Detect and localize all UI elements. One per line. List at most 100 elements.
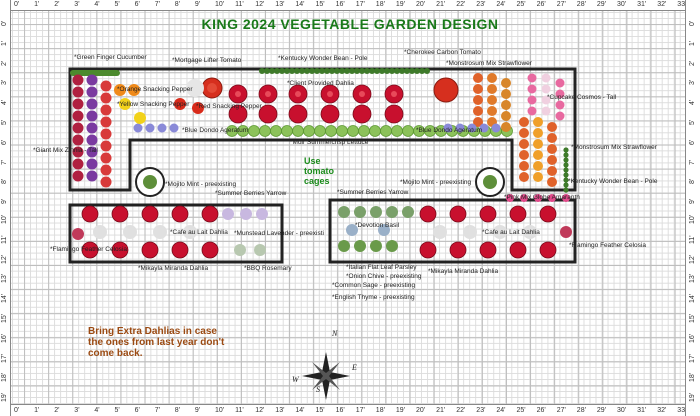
strawflower (473, 95, 483, 105)
zinnia (72, 110, 84, 122)
yarrow (183, 225, 197, 239)
ruler-bottom-label: 18' (375, 407, 385, 414)
label-cafe-left: *Cafe au Lait Dahlia (170, 229, 228, 236)
bean-plant-right (563, 182, 569, 188)
ruler-top-label: 24' (496, 1, 506, 8)
lettuce-plant (314, 125, 326, 137)
amaranth (548, 194, 556, 202)
ageratum (443, 123, 453, 133)
ruler-bottom-label: 13' (275, 407, 285, 414)
dahlia-center (295, 91, 301, 97)
zinnia-red (100, 128, 112, 140)
dahlia-mikayla (201, 241, 219, 259)
ruler-bottom-label: 29' (596, 407, 607, 414)
ruler-top-label: 17' (355, 1, 365, 8)
ruler-top-label: 33' (677, 1, 687, 8)
bean-plant-right (563, 157, 569, 163)
ruler-top-label: 28' (576, 1, 586, 8)
lettuce-plant (402, 125, 414, 137)
strawflower (473, 106, 483, 116)
bean-row-top (259, 68, 430, 74)
strawflower-right (533, 128, 543, 138)
zinnia (72, 146, 84, 158)
ruler-bottom-label: 5' (114, 407, 120, 414)
ageratum (491, 123, 501, 133)
dahlia-client (384, 104, 404, 124)
lettuce-plant (292, 125, 304, 137)
label-bbq-rosemary: *BBQ Rosemary (244, 265, 292, 272)
zinnia-purple (86, 122, 98, 134)
label-pink-amaranth: *Pink Mix Globe Amaranth (504, 194, 580, 201)
bean-plant (389, 68, 395, 74)
dahlia-cafe-right (509, 205, 527, 223)
yarrow-right (523, 225, 537, 239)
ruler-top-label: 4' (94, 1, 100, 8)
strawflower (487, 95, 497, 105)
parsley (354, 240, 366, 252)
ruler-bottom-label: 4' (94, 407, 100, 414)
ruler-left: 0'1'2'3'4'5'6'7'8'9'10'11'12'13'14'15'16… (0, 0, 11, 416)
compass-n: N (331, 329, 338, 338)
strawflower-right (519, 172, 529, 182)
strawflower-right (533, 150, 543, 160)
ruler-bottom-label: 25' (516, 407, 526, 414)
zinnia-red (100, 152, 112, 164)
bean-plant (259, 68, 265, 74)
compass-w: W (292, 375, 300, 384)
ruler-top-label: 6' (134, 1, 140, 8)
dahlia-mikayla (111, 241, 129, 259)
ruler-bottom-label: 8' (174, 407, 181, 414)
ruler-top-label: 25' (516, 1, 526, 8)
dahlia-mikayla-right (449, 241, 467, 259)
dahlia-client (352, 104, 372, 124)
ruler-bottom-label: 21' (436, 407, 446, 414)
dahlia-cafe-right (539, 205, 557, 223)
zinnia (72, 158, 84, 170)
dahlia-client (320, 104, 340, 124)
strawflower-right (547, 177, 557, 187)
strawflower-right (533, 117, 543, 127)
basil (370, 206, 382, 218)
strawflower (487, 106, 497, 116)
bean-plant (369, 68, 375, 74)
yarrow (153, 225, 167, 239)
dahlia-mikayla-right (509, 241, 527, 259)
compass-s: S (316, 385, 320, 394)
label-mojito-left: *Mojito Mint - preexisting (165, 181, 237, 188)
tomato-cherokee-carbon (433, 77, 459, 103)
zinnia-purple (86, 86, 98, 98)
zinnia-red (100, 104, 112, 116)
zinnia-red (100, 176, 112, 188)
lettuce-plant (248, 125, 260, 137)
cosmos (541, 84, 551, 94)
dahlia-cafe (171, 205, 189, 223)
basil (386, 206, 398, 218)
strawflower (473, 117, 483, 127)
yarrow (123, 225, 137, 239)
pepper-orange (114, 84, 126, 96)
ruler-top-label: 21' (436, 1, 446, 8)
celosia-right (560, 226, 572, 238)
parsley (370, 240, 382, 252)
cosmos (541, 95, 551, 105)
pepper-red (174, 98, 186, 110)
ruler-top-label: 20' (416, 1, 426, 8)
strawflower (501, 111, 511, 121)
bean-plant (419, 68, 425, 74)
ruler-bottom-label: 2' (54, 407, 60, 414)
dahlia-cafe-right (419, 205, 437, 223)
dahlia-client (258, 104, 278, 124)
pepper-orange-2 (128, 84, 140, 96)
lettuce-plant (270, 125, 282, 137)
cosmos (541, 106, 551, 116)
strawflower-right (547, 155, 557, 165)
bean-plant (409, 68, 415, 74)
bean-plant (284, 68, 290, 74)
dahlia-cafe-right (479, 205, 497, 223)
ruler-bottom-label: 16' (335, 407, 345, 414)
ruler-bottom-label: 30' (617, 407, 627, 414)
label-cucumber: *Green Finger Cucumber (74, 54, 147, 61)
ruler-bottom-label: 27' (556, 407, 566, 414)
dahlia-mikayla (81, 241, 99, 259)
label-italian-parsley: *Italian Flat Leaf Parsley (346, 264, 417, 271)
